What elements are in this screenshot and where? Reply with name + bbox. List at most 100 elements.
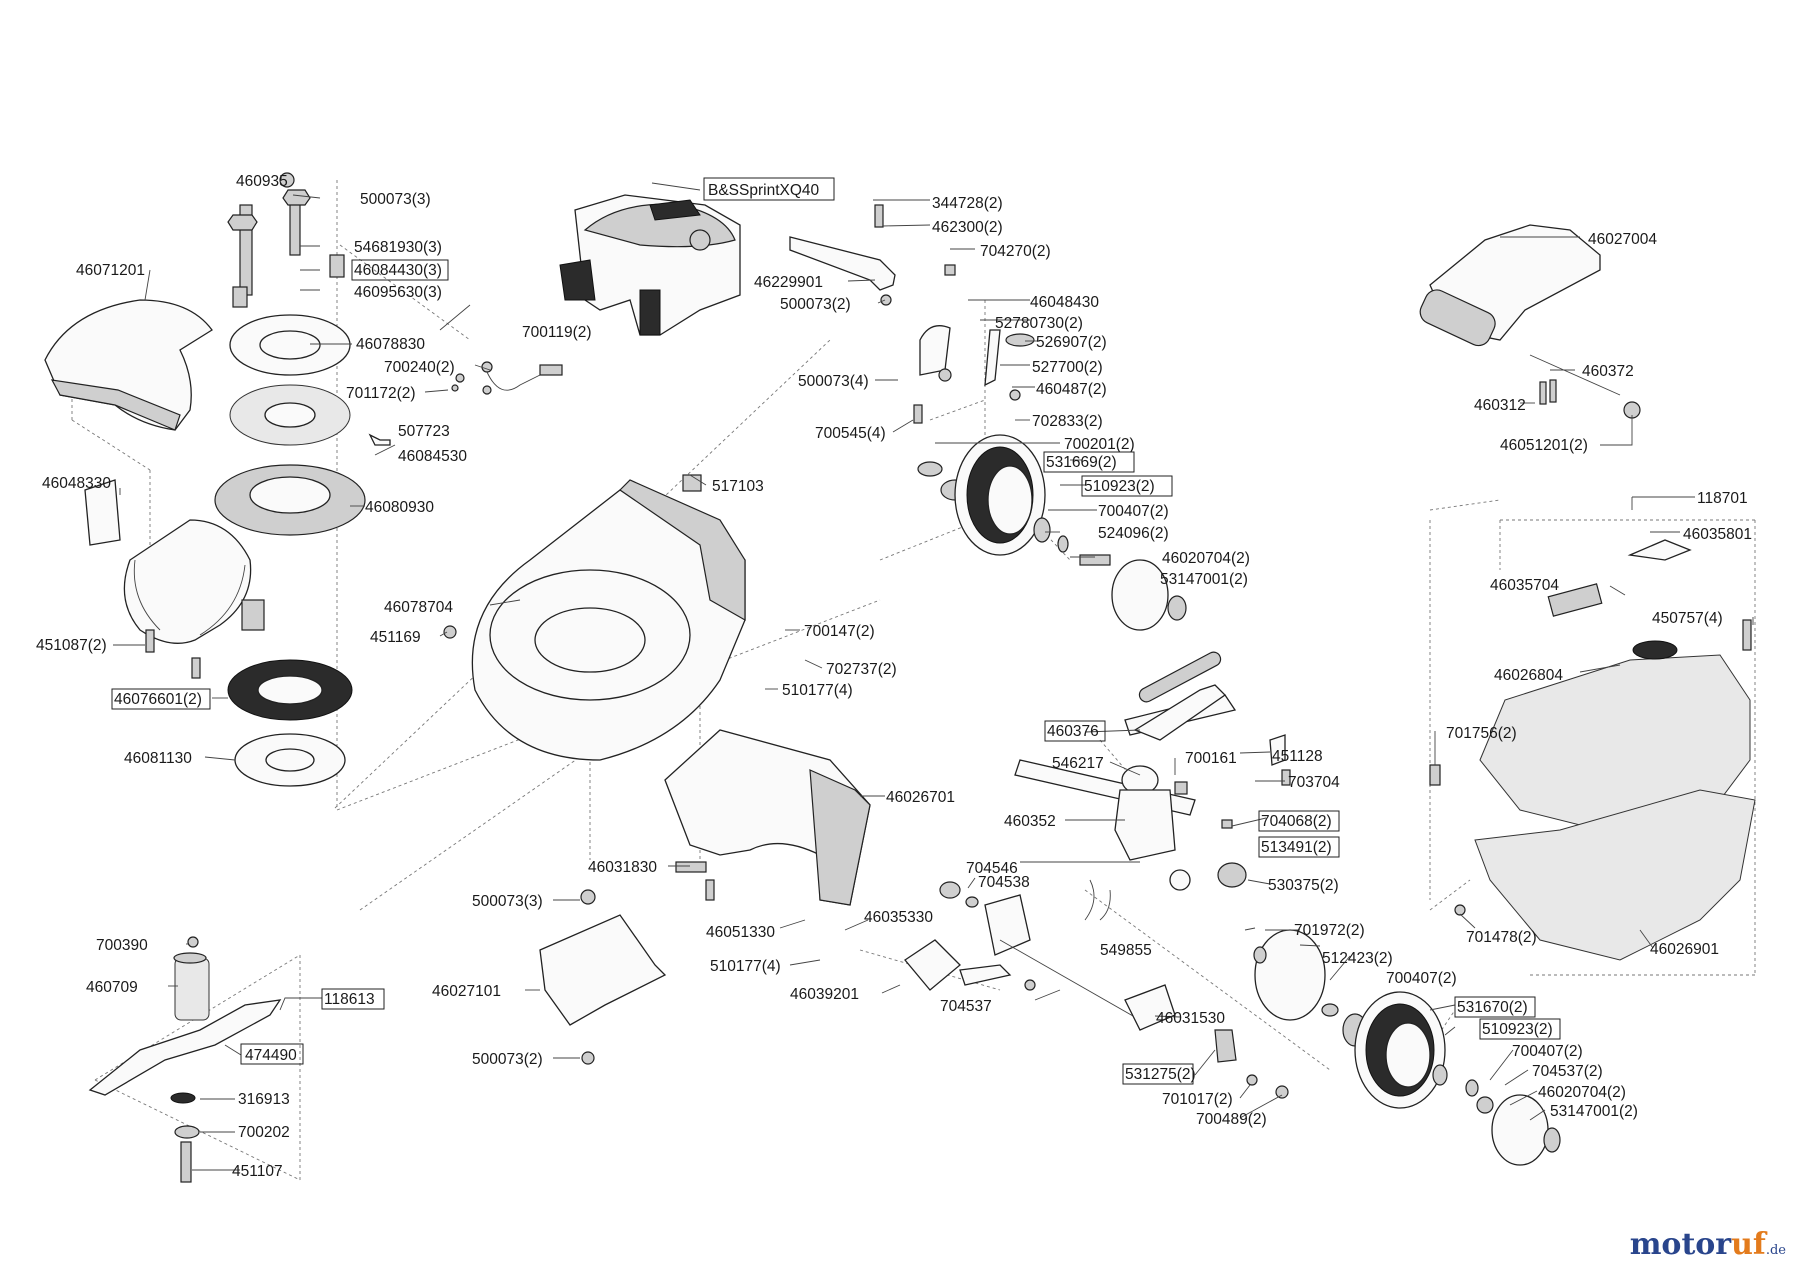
label-704537-2: 704537(2) bbox=[1532, 1063, 1603, 1080]
rear-wheel-drawing bbox=[1321, 991, 1561, 1166]
label-500073-2: 500073(2) bbox=[780, 296, 851, 313]
label-box-704068 bbox=[1258, 810, 1340, 832]
label-704068: 704068(2) bbox=[1261, 813, 1332, 830]
label-510177-b: 510177(4) bbox=[710, 958, 781, 975]
grass-box-drawing bbox=[1429, 539, 1756, 961]
part-labels: B&SSprintXQ40 460935 500073(3) 54681930(… bbox=[36, 173, 1752, 1180]
label-460312: 460312 bbox=[1474, 397, 1526, 414]
label-510923-a: 510923(2) bbox=[1084, 478, 1155, 495]
label-46035801: 46035801 bbox=[1683, 526, 1752, 543]
label-344728: 344728(2) bbox=[932, 195, 1003, 212]
label-46035704: 46035704 bbox=[1490, 577, 1559, 594]
label-700119: 700119(2) bbox=[522, 324, 592, 341]
label-701478: 701478(2) bbox=[1466, 929, 1537, 946]
label-701972: 701972(2) bbox=[1294, 922, 1365, 939]
label-engine: B&SSprintXQ40 bbox=[708, 182, 820, 199]
label-52780730: 52780730(2) bbox=[995, 315, 1083, 332]
label-box-531669 bbox=[1043, 451, 1135, 473]
watermark-part1: motor bbox=[1629, 1227, 1732, 1262]
label-700407-c: 700407(2) bbox=[1512, 1043, 1583, 1060]
label-450757: 450757(4) bbox=[1652, 610, 1723, 627]
label-531669: 531669(2) bbox=[1046, 454, 1117, 471]
label-531670: 531670(2) bbox=[1457, 999, 1528, 1016]
label-527700: 527700(2) bbox=[1032, 359, 1103, 376]
pulley-assembly-drawing bbox=[214, 172, 391, 536]
label-46084530: 46084530 bbox=[398, 448, 467, 465]
label-702737: 702737(2) bbox=[826, 661, 897, 678]
label-700202: 700202 bbox=[238, 1124, 290, 1141]
label-451169: 451169 bbox=[370, 629, 421, 646]
label-700147: 700147(2) bbox=[804, 623, 875, 640]
label-46071201: 46071201 bbox=[76, 262, 145, 279]
label-510923-b: 510923(2) bbox=[1482, 1021, 1553, 1038]
blade-assembly-drawing bbox=[88, 936, 282, 1183]
label-46031830: 46031830 bbox=[588, 859, 657, 876]
label-704537: 704537 bbox=[940, 998, 992, 1015]
watermark-logo: motoruf.de bbox=[1630, 1227, 1786, 1262]
label-46078704: 46078704 bbox=[384, 599, 453, 616]
grass-box-lid-drawing bbox=[1419, 224, 1641, 419]
label-512423: 512423(2) bbox=[1322, 950, 1393, 967]
label-46051330: 46051330 bbox=[706, 924, 775, 941]
label-451107: 451107 bbox=[232, 1163, 283, 1180]
label-54681930: 54681930(3) bbox=[354, 239, 442, 256]
label-700161: 700161 bbox=[1185, 750, 1237, 767]
label-46095630: 46095630(3) bbox=[354, 284, 442, 301]
bracket-top-drawing bbox=[789, 204, 956, 306]
label-702833: 702833(2) bbox=[1032, 413, 1103, 430]
label-46078830: 46078830 bbox=[356, 336, 425, 353]
label-510177-a: 510177(4) bbox=[782, 682, 853, 699]
label-500073-2b: 500073(2) bbox=[472, 1051, 543, 1068]
label-46031530: 46031530 bbox=[1156, 1010, 1225, 1027]
label-500073-4: 500073(4) bbox=[798, 373, 869, 390]
label-549855: 549855 bbox=[1100, 942, 1152, 959]
label-46080930: 46080930 bbox=[365, 499, 434, 516]
label-700240: 700240(2) bbox=[384, 359, 455, 376]
label-46027004: 46027004 bbox=[1588, 231, 1657, 248]
label-531275: 531275(2) bbox=[1125, 1066, 1196, 1083]
label-703704: 703704 bbox=[1288, 774, 1340, 791]
label-box-531275 bbox=[1122, 1063, 1194, 1085]
rear-drive-parts-drawing bbox=[904, 881, 1326, 1099]
leader-lines bbox=[113, 182, 1754, 1171]
label-462300: 462300(2) bbox=[932, 219, 1003, 236]
label-507723: 507723 bbox=[398, 423, 450, 440]
label-46084430: 46084430(3) bbox=[354, 262, 442, 279]
label-box-510923-b bbox=[1479, 1018, 1561, 1040]
mulch-plug-drawing bbox=[539, 889, 667, 1065]
label-box-510923-a bbox=[1081, 475, 1173, 497]
label-box-531670 bbox=[1454, 996, 1536, 1018]
label-46229901: 46229901 bbox=[754, 274, 823, 291]
label-701756: 701756(2) bbox=[1446, 725, 1517, 742]
label-53147001-a: 53147001(2) bbox=[1160, 571, 1248, 588]
label-517103: 517103 bbox=[712, 478, 764, 495]
label-46039201: 46039201 bbox=[790, 986, 859, 1003]
label-46020704-a: 46020704(2) bbox=[1162, 550, 1250, 567]
handle-frame-drawing bbox=[84, 479, 265, 644]
label-box-118613 bbox=[321, 988, 385, 1010]
label-46026701: 46026701 bbox=[886, 789, 955, 806]
label-451087: 451087(2) bbox=[36, 637, 107, 654]
chute-housing-drawing bbox=[664, 729, 871, 906]
label-box-513491 bbox=[1258, 836, 1340, 858]
label-box-474490 bbox=[240, 1043, 304, 1065]
label-46020704-b: 46020704(2) bbox=[1538, 1084, 1626, 1101]
rear-pulley-drawing bbox=[227, 659, 353, 787]
label-118613: 118613 bbox=[324, 991, 375, 1008]
label-460487: 460487(2) bbox=[1036, 381, 1107, 398]
label-46035330: 46035330 bbox=[864, 909, 933, 926]
label-46081130: 46081130 bbox=[124, 750, 192, 767]
watermark-part2: uf bbox=[1731, 1227, 1766, 1262]
label-500073-3b: 500073(3) bbox=[472, 893, 543, 910]
label-700201: 700201(2) bbox=[1064, 436, 1135, 453]
label-700390: 700390 bbox=[96, 937, 148, 954]
label-474490: 474490 bbox=[245, 1047, 297, 1064]
label-530375: 530375(2) bbox=[1268, 877, 1339, 894]
label-316913: 316913 bbox=[238, 1091, 290, 1108]
label-524096: 524096(2) bbox=[1098, 525, 1169, 542]
label-46048430: 46048430 bbox=[1030, 294, 1099, 311]
label-700407-b: 700407(2) bbox=[1386, 970, 1457, 987]
height-adjust-drawing bbox=[913, 325, 1035, 424]
label-546217: 546217 bbox=[1052, 755, 1104, 772]
label-box-46084430 bbox=[351, 259, 449, 281]
